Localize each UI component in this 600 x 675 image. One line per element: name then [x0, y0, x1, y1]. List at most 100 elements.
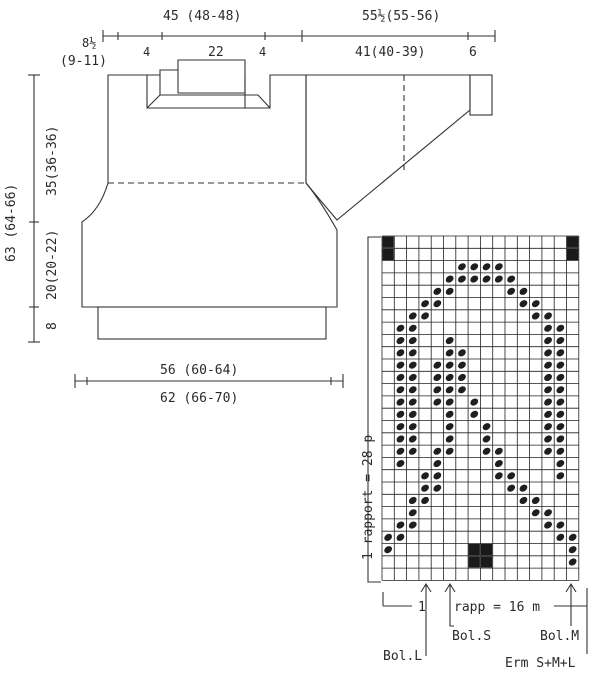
chart-motif-stitch — [384, 533, 393, 541]
chart-motif-stitch — [408, 386, 417, 394]
chart-motif-stitch — [544, 521, 552, 529]
shoulder-width-label-sizes: (9-11) — [60, 54, 107, 69]
chart-motif-stitch — [433, 300, 442, 308]
chart-motif-stitch — [544, 435, 552, 443]
chart-motif-stitch — [396, 361, 405, 369]
sleeve-length-label: 41(40-39) — [355, 45, 425, 60]
body-height-label: 20(20-22) — [45, 230, 60, 300]
repeat-width-label: rapp = 16 m — [454, 600, 540, 615]
chart-motif-stitch — [482, 263, 491, 271]
sleeve-total-length-label: 55½(55-56) — [362, 9, 440, 24]
chart-solid-cell — [468, 544, 480, 556]
chart-motif-stitch — [396, 459, 405, 468]
chart-motif-stitch — [507, 287, 516, 295]
chart-motif-stitch — [531, 300, 540, 308]
yoke-height-label: 35(36-36) — [45, 126, 60, 196]
chart-motif-stitch — [396, 410, 405, 418]
sleeve-piece-outline — [305, 74, 471, 221]
chart-motif-stitch — [396, 336, 405, 345]
chart-motif-stitch — [556, 336, 565, 345]
chart-motif-stitch — [531, 312, 540, 320]
chart-motif-stitch — [544, 423, 552, 431]
chart-motif-stitch — [507, 275, 516, 283]
chart-motif-stitch — [458, 361, 466, 369]
chart-solid-cell — [382, 248, 394, 261]
chart-motif-stitch — [433, 373, 442, 382]
sleeve-cuff-label: 6 — [469, 45, 477, 60]
chart-motif-stitch — [556, 373, 565, 382]
chart-motif-stitch — [396, 349, 405, 357]
chart-motif-stitch — [396, 423, 405, 431]
chart-motif-stitch — [396, 521, 405, 529]
chart-motif-stitch — [531, 496, 540, 505]
chart-motif-stitch — [396, 386, 405, 394]
chart-solid-cell — [480, 556, 493, 568]
chart-motif-stitch — [494, 472, 503, 480]
chart-motif-stitch — [396, 373, 405, 382]
marker-sleeve-label: Erm S+M+L — [505, 656, 576, 671]
chart-motif-stitch — [408, 336, 417, 345]
chart-motif-stitch — [556, 386, 565, 394]
chart-motif-stitch — [433, 459, 442, 468]
chart-motif-stitch — [556, 423, 565, 431]
marker-small-label: Bol.S — [452, 629, 491, 644]
chart-motif-stitch — [494, 263, 503, 271]
chart-motif-stitch — [458, 386, 466, 394]
chart-motif-stitch — [519, 300, 528, 308]
chart-solid-cell — [468, 556, 480, 568]
chart-motif-stitch — [556, 435, 565, 443]
chart-motif-stitch — [396, 435, 405, 443]
chart-motif-stitch — [494, 447, 503, 455]
chart-motif-stitch — [482, 275, 491, 283]
chart-motif-stitch — [445, 423, 454, 431]
color-chart-grid — [381, 235, 580, 581]
chart-motif-stitch — [544, 398, 552, 406]
chart-motif-stitch — [568, 533, 577, 541]
repeat-height-bracket — [367, 236, 381, 583]
chart-solid-cell — [567, 248, 579, 261]
chart-motif-stitch — [445, 435, 454, 443]
chart-motif-stitch — [458, 349, 466, 357]
chart-motif-stitch — [445, 386, 454, 394]
chart-motif-stitch — [494, 459, 503, 468]
chart-black-cells — [382, 236, 579, 568]
chart-motif-stitch — [556, 361, 565, 369]
chart-motif-stitch — [458, 263, 466, 271]
chart-motif-stitch — [507, 472, 516, 480]
chart-motif-stitch — [408, 324, 417, 332]
chart-motif-stitch — [556, 398, 565, 406]
chart-motif-stitch — [544, 324, 552, 332]
chart-motif-stitch — [396, 324, 405, 332]
chart-motif-stitch — [482, 423, 491, 431]
chart-motif-stitch — [408, 423, 417, 431]
chart-motif-stitch — [433, 386, 442, 394]
chart-motif-stitch — [408, 349, 417, 357]
top-dimension-line — [102, 30, 496, 42]
chart-motif-stitch — [519, 496, 528, 505]
chart-motif-stitch — [408, 312, 417, 320]
neck-side-left-label: 4 — [143, 45, 150, 59]
chart-motif-stitch — [531, 509, 540, 517]
chart-motif-stitch — [519, 287, 528, 295]
chart-motif-stitch — [433, 361, 442, 369]
body-width-lower-label: 62 (66-70) — [160, 391, 238, 406]
chart-motif-stitch — [568, 558, 577, 566]
chart-motif-stitch — [519, 484, 528, 492]
rib-height-label: 8 — [45, 322, 60, 330]
chart-motif-stitch — [470, 410, 479, 418]
chart-motif-stitch — [544, 336, 552, 345]
chart-motif-stitch — [408, 447, 417, 455]
body-width-upper-label: 56 (60-64) — [160, 363, 238, 378]
chart-motif-stitch — [384, 546, 393, 554]
chart-motif-stitch — [408, 521, 417, 529]
chart-motif-stitch — [445, 361, 454, 369]
chart-motif-stitch — [445, 447, 454, 455]
chart-motif-stitch — [556, 410, 565, 418]
sleeve-cuff-rect — [469, 74, 493, 116]
chart-motif-stitch — [445, 275, 454, 283]
chart-solid-cell — [382, 236, 394, 248]
marker-medium-label: Bol.M — [540, 629, 579, 644]
chart-motif-stitch — [408, 410, 417, 418]
chart-motif-stitch — [396, 398, 405, 406]
